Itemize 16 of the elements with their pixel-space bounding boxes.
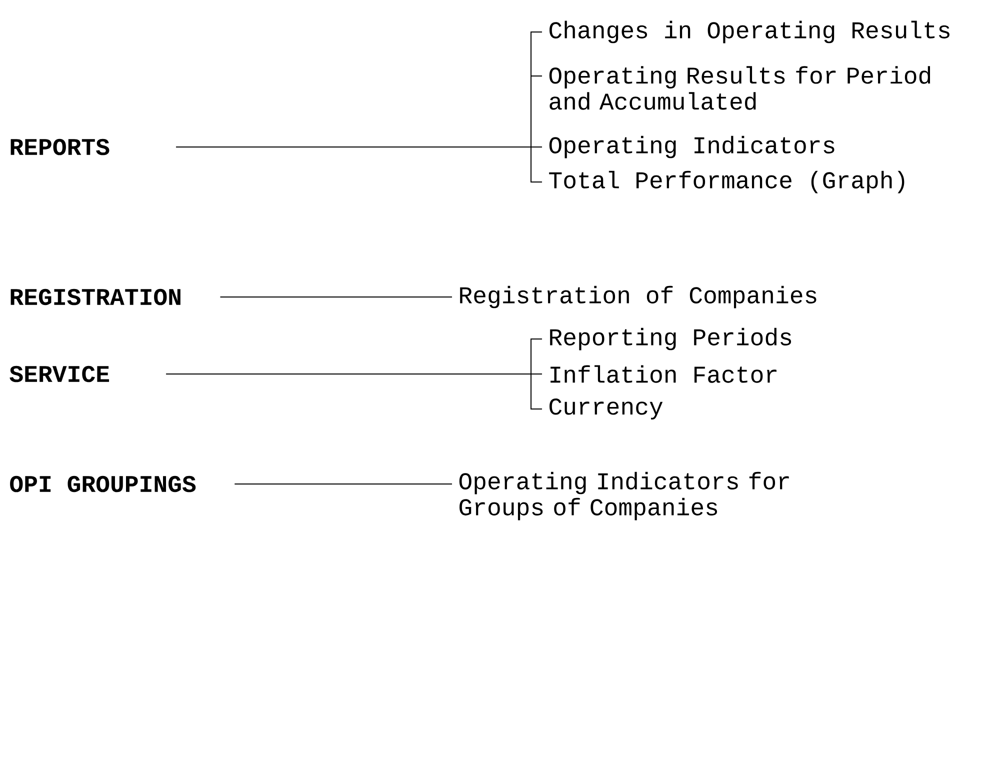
connector-line (220, 296, 452, 298)
item-label: Inflation Factor (550, 365, 776, 383)
section-label: REGISTRATION (10, 288, 180, 306)
item-label: Currency (550, 398, 663, 420)
item-label: Reporting Periods (550, 328, 792, 350)
section-label: REPORTS (10, 138, 110, 156)
item-label: Operating Indicators (549, 136, 834, 158)
item-label: Registration of Companies (460, 286, 816, 308)
section-label: SERVICE (10, 366, 110, 382)
item-label: Operating Indicators for Groups of Companies (459, 472, 789, 520)
connector-line (166, 374, 542, 410)
item-label: Total Performance (Graph) (549, 170, 904, 194)
section-label: OPI GROUPINGS (10, 476, 196, 492)
item-label: Changes in Operating Results (550, 20, 950, 44)
connector-line (176, 146, 542, 182)
item-label: Operating Results for Period and Accumulated (549, 66, 930, 110)
